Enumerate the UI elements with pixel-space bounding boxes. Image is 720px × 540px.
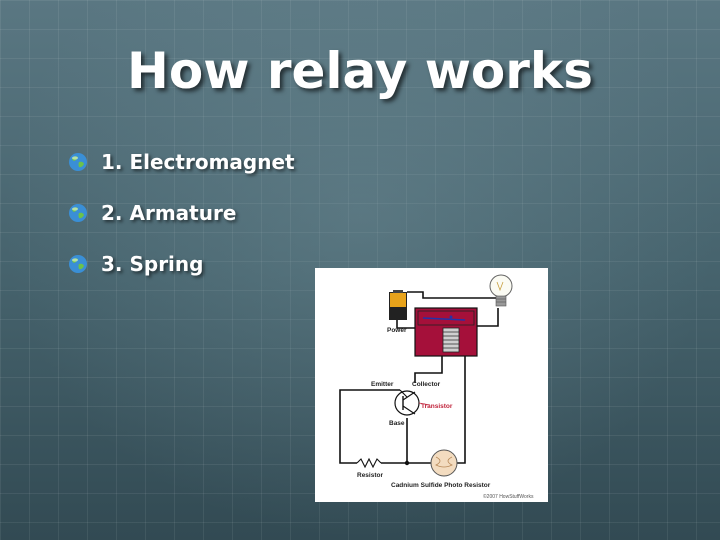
photo-resistor-label: Cadnium Sulfide Photo Resistor xyxy=(391,482,491,489)
bullet-list: 1. Electromagnet 2. Armature 3. Spring xyxy=(68,150,295,303)
globe-icon xyxy=(69,153,87,171)
bullet-label: 3. Spring xyxy=(101,252,204,276)
bullet-item: 2. Armature xyxy=(68,201,295,225)
bullet-item: 3. Spring xyxy=(68,252,295,276)
emitter-label: Emitter xyxy=(371,381,394,388)
relay-icon xyxy=(414,307,478,357)
base-label: Base xyxy=(389,420,405,427)
globe-icon xyxy=(69,204,87,222)
battery-icon xyxy=(389,290,407,320)
transistor-icon xyxy=(394,389,431,416)
bullet-label: 2. Armature xyxy=(101,201,237,225)
resistor-icon xyxy=(356,457,382,469)
circuit-svg: Power Emitter Collector Transistor Base … xyxy=(339,274,534,500)
globe-icon xyxy=(69,255,87,273)
bullet-item: 1. Electromagnet xyxy=(68,150,295,174)
transistor-label: Transistor xyxy=(421,403,453,410)
junction-dot xyxy=(404,460,410,466)
photo-resistor-icon xyxy=(430,449,458,477)
bullet-label: 1. Electromagnet xyxy=(101,150,295,174)
power-label: Power xyxy=(387,327,407,334)
resistor-label: Resistor xyxy=(357,472,383,479)
light-bulb-icon xyxy=(489,274,513,307)
relay-circuit-diagram: Power Emitter Collector Transistor Base … xyxy=(315,268,548,502)
slide-title: How relay works xyxy=(127,42,593,100)
collector-label: Collector xyxy=(412,381,441,388)
copyright-label: ©2007 HowStuffWorks xyxy=(483,493,534,500)
